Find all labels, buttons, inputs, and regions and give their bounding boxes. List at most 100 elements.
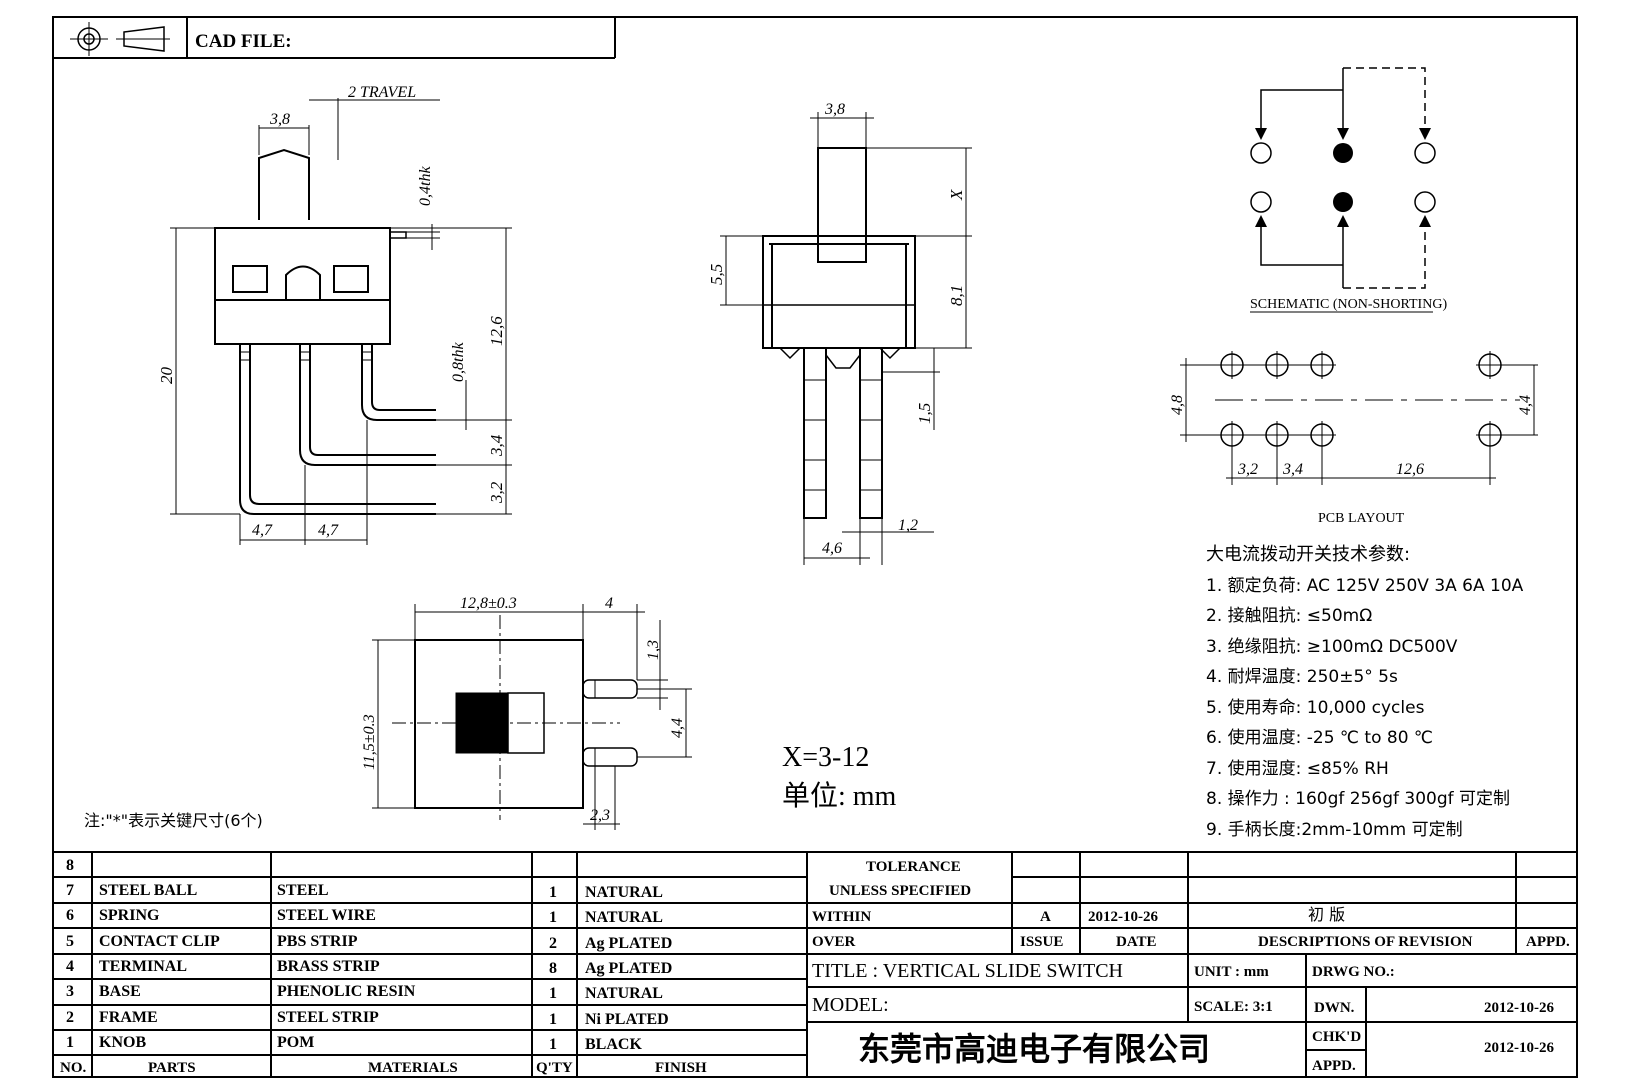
side-dim-travel: 2 TRAVEL: [348, 84, 416, 101]
bom-material: STEEL WIRE: [277, 907, 376, 924]
chkd-label: CHK'D: [1312, 1029, 1361, 1045]
bom-qty: 1: [549, 1036, 557, 1053]
bom-qty: 1: [549, 884, 557, 901]
desc-label: DESCRIPTIONS OF REVISION: [1258, 934, 1473, 950]
front-dim-12: 1,2: [898, 517, 918, 534]
bom-material: STEEL STRIP: [277, 1009, 379, 1026]
bom-header-finish: FINISH: [655, 1060, 707, 1076]
spec-item: 4. 耐焊温度: 250±5° 5s: [1206, 667, 1398, 687]
front-dim-width: 3,8: [824, 101, 845, 118]
pcb-dim-44: 4,4: [1517, 395, 1534, 415]
bom-finish: BLACK: [585, 1036, 642, 1053]
front-dim-x: X: [947, 189, 966, 201]
spec-item: 5. 使用寿命: 10,000 cycles: [1206, 697, 1425, 718]
pcb-layout: 4,8 4,4 3,2 3,4 12,6 PCB LAYOUT: [1169, 351, 1538, 526]
bom-finish: NATURAL: [585, 985, 663, 1002]
bom-qty: 8: [549, 960, 557, 977]
unit-note: 单位: mm: [782, 780, 897, 812]
side-dim-32: 3,2: [487, 481, 506, 504]
side-dim-height: 20: [157, 367, 176, 385]
schematic-label: SCHEMATIC (NON-SHORTING): [1250, 297, 1447, 312]
sheet-border: [52, 16, 1578, 1078]
pcb-dim-34: 3,4: [1282, 461, 1303, 478]
bom-no: 2: [66, 1009, 74, 1026]
top-dim-44: 4,4: [669, 718, 686, 738]
bom-header-parts: PARTS: [148, 1060, 196, 1076]
appd2-label: APPD.: [1312, 1058, 1356, 1074]
bom-header-no: NO.: [60, 1060, 87, 1076]
bom-qty: 1: [549, 909, 557, 926]
side-view: 2 TRAVEL 3,8 0,4thk 20 12,6 3,4 3,2 0,8t…: [157, 84, 512, 545]
tolerance-label: TOLERANCE: [866, 859, 961, 875]
side-dim-thk-top: 0,4thk: [417, 166, 434, 206]
top-dim-13: 1,3: [645, 640, 662, 660]
dwn-date: 2012-10-26: [1484, 1000, 1554, 1016]
bom-qty: 2: [549, 935, 557, 952]
pcb-label: PCB LAYOUT: [1318, 511, 1405, 526]
pcb-dim-32: 3,2: [1237, 461, 1258, 478]
bom-part: KNOB: [99, 1034, 146, 1051]
revision-date: 2012-10-26: [1088, 909, 1158, 925]
x-range-note: X=3-12: [782, 742, 869, 773]
top-dim-23: 2,3: [590, 807, 610, 824]
bom-no: 1: [66, 1034, 74, 1051]
side-dim-34: 3,4: [487, 434, 506, 457]
unit-label: UNIT : mm: [1194, 964, 1269, 980]
bom-no: 8: [66, 857, 74, 874]
schematic: SCHEMATIC (NON-SHORTING): [1250, 67, 1447, 313]
top-dim-width: 12,8±0.3: [460, 595, 517, 612]
company-name: 东莞市高迪电子有限公司: [858, 1030, 1210, 1068]
unless-label: UNLESS SPECIFIED: [829, 883, 971, 899]
front-dim-55: 5,5: [707, 264, 726, 285]
bom-part: TERMINAL: [99, 958, 187, 975]
bom-no: 5: [66, 933, 74, 950]
bom-no: 4: [66, 958, 74, 975]
over-label: OVER: [812, 934, 856, 950]
front-dim-81: 8,1: [947, 285, 966, 306]
pcb-dim-48: 4,8: [1169, 395, 1186, 415]
bom-no: 7: [66, 882, 74, 899]
bom-part: SPRING: [99, 907, 160, 924]
bom-part: FRAME: [99, 1009, 158, 1026]
side-dim-126: 12,6: [487, 316, 506, 346]
drawing-title: TITLE : VERTICAL SLIDE SWITCH: [812, 960, 1123, 982]
bom-material: PBS STRIP: [277, 933, 358, 950]
header-box: CAD FILE:: [53, 17, 616, 59]
bom-finish: NATURAL: [585, 884, 663, 901]
bom-finish: NATURAL: [585, 909, 663, 926]
bom-no: 3: [66, 983, 74, 1000]
pcb-dim-126: 12,6: [1396, 461, 1424, 478]
bom-material: STEEL: [277, 882, 329, 899]
side-dim-pitch-b: 4,7: [318, 522, 339, 539]
spec-item: 2. 接触阻抗: ≤50mΩ: [1206, 606, 1372, 626]
key-dims-note: 注:"*"表示关键尺寸(6个): [84, 811, 263, 830]
spec-item: 8. 操作力 : 160gf 256gf 300gf 可定制: [1206, 789, 1510, 809]
spec-item: 1. 额定负荷: AC 125V 250V 3A 6A 10A: [1206, 576, 1524, 596]
spec-item: 7. 使用湿度: ≤85% RH: [1206, 758, 1389, 779]
spec-list: 大电流拨动开关技术参数: 1. 额定负荷: AC 125V 250V 3A 6A…: [1206, 544, 1524, 840]
dwn-label: DWN.: [1314, 1000, 1355, 1016]
bom-header-materials: MATERIALS: [368, 1060, 458, 1076]
scale-label: SCALE: 3:1: [1194, 999, 1273, 1015]
first-angle-projection-icon: [70, 22, 170, 56]
top-dim-4: 4: [605, 595, 613, 612]
bom-qty: 1: [549, 985, 557, 1002]
within-label: WITHIN: [812, 909, 871, 925]
revision-desc: 初 版: [1308, 905, 1345, 924]
drwg-no-label: DRWG NO.:: [1312, 964, 1395, 980]
spec-title: 大电流拨动开关技术参数:: [1206, 544, 1410, 565]
side-dim-width: 3,8: [269, 111, 290, 128]
appd-label: APPD.: [1526, 934, 1570, 950]
front-view: 3,8 X 8,1 5,5 1,5 1,2 4,6: [707, 101, 972, 565]
date-label: DATE: [1116, 934, 1157, 950]
issue-label: ISSUE: [1020, 934, 1063, 950]
bom-part: BASE: [99, 983, 141, 1000]
bom-material: BRASS STRIP: [277, 958, 380, 975]
side-dim-pitch-a: 4,7: [252, 522, 273, 539]
cad-file-label: CAD FILE:: [195, 31, 292, 52]
bom-finish: Ni PLATED: [585, 1011, 669, 1028]
side-dim-thk-mid: 0,8thk: [450, 342, 467, 382]
front-dim-46: 4,6: [822, 540, 842, 557]
model-label: MODEL:: [812, 994, 889, 1016]
